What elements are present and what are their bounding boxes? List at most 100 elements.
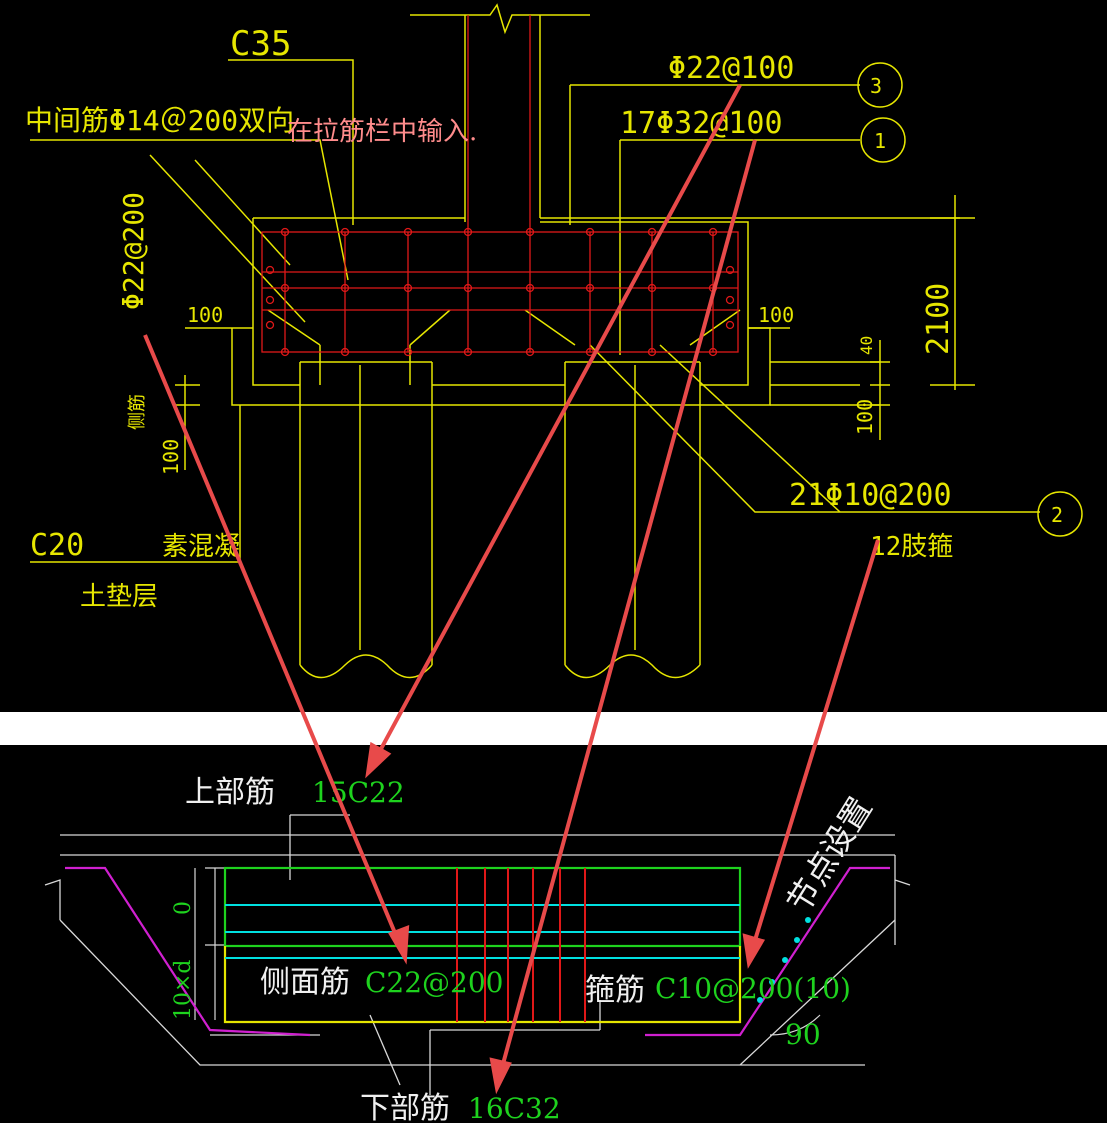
callout-circle-2 (1037, 491, 1083, 537)
rebar-dot (265, 320, 275, 330)
haunch-lines (267, 309, 741, 385)
dim-100-vertical (175, 375, 200, 470)
cyan-dots (757, 917, 811, 1003)
rebar-dot (585, 283, 595, 293)
arrow-stirrup (750, 539, 880, 951)
side-label-vertical: 侧筋 (127, 394, 148, 430)
angle-label: 90 (785, 1018, 821, 1051)
rebar-dot (525, 227, 535, 237)
rebar-dot (340, 283, 350, 293)
stirrup-value[interactable]: C10@200(10) (655, 972, 851, 1005)
arrow-side-bar (143, 334, 402, 946)
arrowhead-stirrup (742, 933, 766, 969)
bottom-bar-label: 下部筋 (360, 1091, 450, 1123)
side-bar-value[interactable]: C22@200 (365, 966, 504, 999)
stirrup-label: 箍筋 (585, 973, 645, 1008)
dim-100-small: 100 (853, 399, 877, 435)
rebar-dot (647, 283, 657, 293)
rebar-dot (403, 347, 413, 357)
callout-circles (857, 62, 1083, 537)
pile-left (299, 362, 433, 679)
dim-100-right: 100 (758, 303, 794, 327)
top-bar-value[interactable]: 15C22 (312, 776, 405, 809)
rebar-dot (280, 227, 290, 237)
node-magenta-right (645, 866, 890, 1037)
rebar-dot (463, 227, 473, 237)
upper-pile-cap-section (30, 3, 1040, 679)
dim-left (194, 867, 225, 1020)
leader-bottom-bar (619, 139, 860, 355)
rebar-stirrup-outline (261, 231, 739, 353)
arrowhead-top-bar (365, 741, 392, 779)
dim-100-left: 100 (187, 303, 223, 327)
middle-bar-label: 中间筋Φ14＠200双向 (25, 104, 294, 137)
callout-1-label: 1 (874, 129, 886, 153)
earth-cushion-label: 土垫层 (80, 582, 158, 612)
rebar-dot (463, 283, 473, 293)
leader-middle-bar (30, 139, 349, 281)
dim-40-100 (870, 340, 890, 440)
callout-circle-3 (857, 62, 903, 108)
rebar-dot (280, 283, 290, 293)
top-bar-label: 上部筋 (185, 775, 275, 810)
callout-3-label: 3 (870, 74, 882, 98)
rebar-dot (403, 283, 413, 293)
leader-side-bar (149, 154, 306, 323)
leader-stirrup (589, 344, 1040, 513)
leader-top (289, 814, 350, 880)
bottom-bar-spec: 17Φ32@100 (620, 106, 783, 141)
dim-2100: 2100 (921, 283, 956, 355)
red-stirrups (456, 868, 586, 1022)
top-bar-spec: Φ22@100 (668, 51, 794, 86)
rebar-dot (280, 347, 290, 357)
dim-2100 (930, 195, 975, 390)
concrete-grade-label: C35 (230, 24, 291, 64)
arrowhead-side-bar (388, 925, 410, 965)
lower-node-diagram (44, 814, 911, 1095)
node-magenta-left (65, 866, 311, 1037)
arrow-top-bar (373, 84, 742, 761)
rebar-cage (261, 15, 739, 357)
rebar-dot (463, 347, 473, 357)
rebar-dot (265, 295, 275, 305)
rebar-dot (525, 283, 535, 293)
rebar-dot (708, 227, 718, 237)
tie-field-note: 在拉筋栏中输入. (287, 117, 477, 147)
leader-side-bar-2 (194, 159, 291, 266)
stirrup-spec: 21Φ10@200 (789, 478, 952, 513)
rebar-dot (265, 265, 275, 275)
rebar-dot (340, 347, 350, 357)
rebar-dot (725, 295, 735, 305)
side-bar-spec: Φ22@200 (117, 192, 150, 310)
leader-c35 (228, 59, 354, 225)
dim-40: 40 (857, 336, 876, 355)
separator-band (0, 712, 1107, 745)
arrow-bottom-bar (498, 139, 757, 1076)
rebar-dot (647, 227, 657, 237)
pile-cap-outline (252, 217, 749, 386)
outline-slopes (59, 919, 896, 1066)
outline-top (44, 834, 911, 945)
rebar-dot (647, 347, 657, 357)
rebar-dot (340, 227, 350, 237)
dim-100-vertical-left: 100 (159, 439, 183, 475)
rebar-dot (403, 227, 413, 237)
annotation-arrows (143, 84, 880, 1095)
leader-side (369, 1014, 401, 1086)
rebar-dot (525, 347, 535, 357)
side-bar-label: 侧面筋 (260, 965, 350, 1000)
arrowhead-bottom-bar (489, 1057, 512, 1095)
angle-arc (769, 1014, 821, 1036)
green-body (223, 866, 742, 948)
rebar-dot (725, 265, 735, 275)
column-break-line (410, 3, 590, 35)
rebar-dot (585, 227, 595, 237)
bottom-bar-value[interactable]: 16C32 (468, 1092, 561, 1123)
leader-top-bar (569, 84, 860, 225)
dim-zero-label: 0 (171, 901, 196, 915)
rebar-dot (725, 320, 735, 330)
dim-10d-label: 10×d (171, 959, 196, 1020)
rebar-dot (708, 347, 718, 357)
rebar-dots (265, 227, 735, 357)
